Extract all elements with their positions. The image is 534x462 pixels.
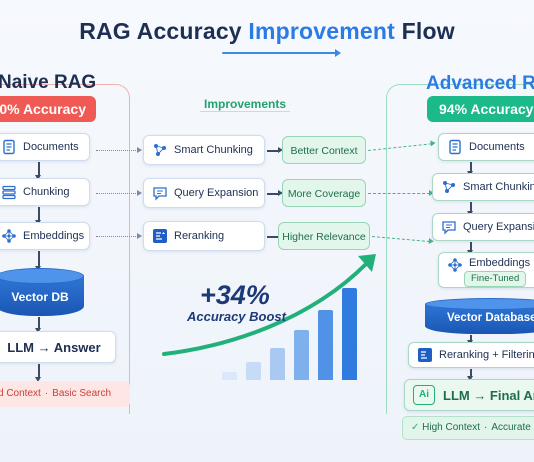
growth-bar <box>246 362 261 380</box>
connector-dotted <box>96 232 142 239</box>
advanced-arrow-5 <box>467 369 473 381</box>
advanced-vector-database: Vector Database <box>425 298 534 334</box>
growth-bar <box>318 310 333 380</box>
growth-bar <box>294 330 309 380</box>
advanced-footer-item: High Context <box>422 422 480 433</box>
advanced-step-label: Smart Chunking <box>463 181 534 193</box>
naive-footer-item: d Context <box>0 388 41 399</box>
advanced-step-label: Documents <box>469 141 525 153</box>
naive-title: Naive RAG <box>0 72 97 93</box>
improvement-query-expansion: Query Expansion <box>143 178 265 208</box>
title-underline-arrow <box>222 49 341 57</box>
advanced-step-query-expansion: Query Expansion <box>432 213 534 241</box>
connector-dotted-green <box>368 189 434 196</box>
naive-step-label: Embeddings <box>23 230 85 242</box>
advanced-footer: ✓ High Context·Accurate <box>402 416 534 440</box>
rerank-icon <box>153 229 167 243</box>
naive-step-documents: Documents <box>0 133 90 161</box>
cylinder-top <box>425 298 534 310</box>
naive-step-embeddings: Embeddings <box>0 222 90 250</box>
naive-step-chunking: Chunking <box>0 178 90 206</box>
connector-dotted <box>96 189 142 196</box>
advanced-column-frame <box>386 84 534 414</box>
improvement-reranking: Reranking <box>143 221 265 251</box>
improvement-label: Smart Chunking <box>174 144 253 156</box>
check-icon: ✓ <box>411 422 420 433</box>
nodes-icon <box>443 181 455 193</box>
advanced-llm-label: LLM → Final An <box>443 387 534 403</box>
separator-dot: · <box>483 422 488 433</box>
advanced-arrow-1 <box>467 162 473 176</box>
document-icon <box>449 139 461 155</box>
benefit-higher-relevance: Higher Relevance <box>278 222 370 250</box>
advanced-vector-db-label: Vector Database <box>447 312 534 324</box>
growth-bar <box>222 372 237 380</box>
advanced-step-reranking: Reranking + Filterin <box>408 342 534 368</box>
network-icon <box>448 258 462 272</box>
naive-footer-item: Basic Search <box>52 388 112 399</box>
advanced-llm-box: Ai LLM → Final An <box>404 379 534 411</box>
chunks-icon <box>2 185 16 200</box>
naive-column-frame <box>0 84 130 414</box>
naive-arrow-3 <box>35 251 41 271</box>
advanced-step-label: Embeddings <box>469 257 531 269</box>
improvement-label: Reranking <box>174 230 225 242</box>
chat-icon <box>153 187 167 201</box>
naive-vector-db-label: Vector DB <box>11 290 69 304</box>
advanced-arrow-4 <box>467 335 473 345</box>
title-prefix: RAG Accuracy <box>79 18 249 44</box>
fine-tuned-badge: Fine-Tuned <box>464 271 527 287</box>
naive-answer-label: LLM → Answer <box>7 339 101 355</box>
advanced-arrow-3 <box>467 242 473 255</box>
network-icon <box>2 229 16 243</box>
title-accent: Improvement <box>248 18 396 44</box>
growth-bar <box>270 348 285 380</box>
advanced-step-label: Reranking + Filterin <box>439 349 534 361</box>
naive-footer: d Context·Basic Search <box>0 381 130 407</box>
ai-chip-icon: Ai <box>413 385 435 405</box>
advanced-title: Advanced RA <box>426 73 534 94</box>
benefit-more-coverage: More Coverage <box>282 179 366 207</box>
connector-arrow <box>267 147 283 153</box>
title-suffix: Flow <box>395 18 455 44</box>
boost-value: +34% <box>200 280 270 310</box>
improvement-smart-chunking: Smart Chunking <box>143 135 265 165</box>
naive-step-label: Chunking <box>23 186 70 198</box>
chat-icon <box>442 221 456 235</box>
growth-bar <box>342 288 357 380</box>
advanced-footer-item: Accurate <box>491 422 531 433</box>
page-title: RAG Accuracy Improvement Flow <box>0 18 534 45</box>
nodes-icon <box>154 144 166 156</box>
naive-accuracy-badge: 0% Accuracy <box>0 96 96 122</box>
advanced-accuracy-badge: 94% Accuracy <box>427 96 534 122</box>
advanced-arrow-2 <box>467 202 473 216</box>
naive-arrow-5 <box>35 364 41 382</box>
naive-arrow-1 <box>35 162 41 180</box>
benefit-better-context: Better Context <box>282 136 366 164</box>
separator-dot: · <box>44 388 49 399</box>
boost-label: Accuracy Boost <box>187 309 286 324</box>
advanced-step-documents: Documents <box>438 133 534 161</box>
naive-step-label: Documents <box>23 141 79 153</box>
advanced-step-smart-chunking: Smart Chunking <box>432 173 534 201</box>
naive-arrow-4 <box>35 317 41 333</box>
cylinder-top <box>0 268 84 284</box>
naive-vector-db: Vector DB <box>0 268 84 316</box>
document-icon <box>3 139 15 155</box>
growth-arrow-icon <box>162 254 376 356</box>
naive-answer-box: LLM → Answer <box>0 331 116 363</box>
rerank-icon <box>418 348 432 362</box>
connector-arrow <box>267 190 283 196</box>
advanced-step-label: Query Expansion <box>463 221 534 233</box>
improvements-title: Improvements <box>203 97 287 111</box>
connector-dotted <box>96 146 142 153</box>
naive-arrow-2 <box>35 207 41 225</box>
improvement-label: Query Expansion <box>174 187 259 199</box>
improvements-divider <box>200 111 290 112</box>
